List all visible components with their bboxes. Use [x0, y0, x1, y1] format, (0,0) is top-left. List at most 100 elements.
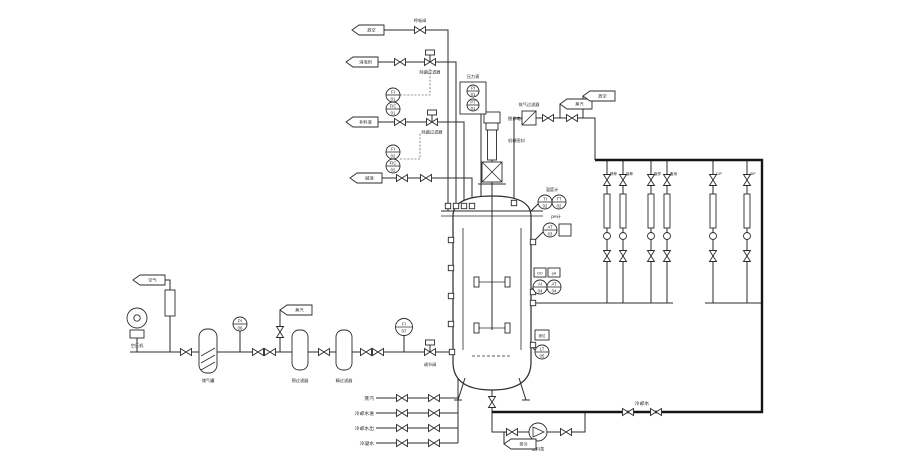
- utility-row-label: 冷却水进: [355, 410, 374, 417]
- sterile-filter-label: 除菌过滤器: [422, 129, 444, 136]
- valve-icon: [276, 326, 284, 338]
- instrument-tag: FI: [391, 146, 395, 151]
- sight-glass: [743, 193, 751, 229]
- instrument-number: 01: [471, 106, 476, 111]
- instrument-number: 01: [471, 92, 476, 97]
- feed-line: 补料液 除菌过滤器: [345, 109, 444, 136]
- flag-label: 补料液: [359, 119, 372, 126]
- instrument-FI-02: FI 02: [385, 144, 401, 160]
- column-label: 接种: [626, 171, 634, 176]
- utility-row-label: 蒸汽: [364, 395, 374, 402]
- port-circle: [709, 232, 717, 240]
- valve-icon: [709, 250, 717, 262]
- nozzle-icon: [447, 264, 455, 272]
- nozzle-icon: [444, 202, 452, 210]
- instrument-tag: FIC: [390, 160, 397, 165]
- nozzle-icon: [460, 202, 468, 210]
- instrument-tag: AT: [547, 224, 552, 229]
- piping-air-train: [130, 279, 452, 353]
- finefilter-label: 精过滤器: [336, 377, 354, 384]
- instrument-TI-02: TI 02: [537, 194, 553, 210]
- piping-top-feeds: [378, 29, 473, 211]
- column-label: 取样: [654, 171, 662, 176]
- fermenter-vessel: [441, 130, 543, 401]
- instrument-number: 03: [548, 231, 553, 236]
- flag-label: 碱液: [365, 175, 374, 182]
- instrument-number: 01: [391, 96, 396, 101]
- ph-transmitter-box: [558, 223, 572, 237]
- air-supply-train: 空压机 空气 储气罐 PI 06 蒸汽 预过滤器 精过滤器 FI 07: [126, 274, 437, 384]
- flag-label: 排污: [519, 441, 527, 448]
- sight-glass: [619, 193, 627, 229]
- valve-icon: [372, 348, 384, 356]
- instrument-tag: FIC: [390, 103, 397, 108]
- valve-icon: [396, 394, 408, 402]
- instrument-FI-01: FI 01: [385, 87, 401, 103]
- piping-main-header: [492, 158, 764, 414]
- valve-icon: [396, 409, 408, 417]
- port-circle: [619, 232, 627, 240]
- valve-icon: [394, 58, 406, 66]
- valve-icon: [252, 348, 264, 356]
- port-circle: [603, 232, 611, 240]
- control-valve-label: 调节阀: [424, 361, 437, 368]
- control-valve-icon: [424, 49, 436, 66]
- tank-hatch: [200, 347, 216, 357]
- valve-icon: [622, 408, 634, 416]
- valve-icon: [743, 174, 751, 186]
- compressor-hub: [133, 314, 141, 322]
- nozzle-icon: [447, 320, 455, 328]
- column-label: 移种: [610, 171, 618, 176]
- instrument-number: 04: [552, 288, 557, 293]
- valve-icon: [542, 114, 554, 122]
- valve-icon: [566, 114, 578, 122]
- vent-line: 放空 呼吸阀: [351, 17, 427, 36]
- column-label: 备用: [670, 171, 678, 176]
- valve-icon: [619, 250, 627, 262]
- level-instrument: 液位 LT 05: [534, 329, 550, 360]
- flag-label: 蒸汽: [295, 307, 304, 314]
- stand-brace: [481, 161, 503, 183]
- piping-utilities: [376, 376, 459, 444]
- utility-row-label: 冷凝水: [360, 440, 375, 447]
- finefilter-tank: [335, 329, 353, 371]
- impeller-upper: [473, 276, 511, 288]
- instrument-tag: PI: [238, 318, 242, 323]
- ph-box-label: pH: [552, 272, 557, 276]
- valve-icon: [264, 348, 276, 356]
- valve-icon: [709, 174, 717, 186]
- sight-glass: [709, 193, 717, 229]
- valve-icon: [488, 396, 496, 408]
- valve-icon: [603, 250, 611, 262]
- ph-label: pH计: [551, 213, 561, 220]
- vent-valve-label: 呼吸阀: [414, 17, 427, 24]
- nozzle-icon: [447, 292, 455, 300]
- instrument-tag: PT: [470, 100, 476, 105]
- motor-label: 搅拌电机: [508, 115, 526, 122]
- valve-icon: [396, 424, 408, 432]
- nozzle-icon: [529, 299, 537, 307]
- nozzle-icon: [510, 199, 518, 207]
- valve-icon: [396, 439, 408, 447]
- valve-icon: [663, 174, 671, 186]
- instrument-PT-01: PT 01: [466, 98, 480, 112]
- flow-instrument-pair-2: FI 02 FIC 02: [385, 144, 401, 174]
- compressor-base: [129, 329, 145, 339]
- instrument-AT-03: AT 03: [542, 222, 558, 238]
- nozzle-air-inlet: [448, 348, 456, 356]
- control-valve-icon: [424, 339, 436, 356]
- valve-icon: [318, 348, 330, 356]
- bottom-outlet-pump: 放料泵 排污 冷却水: [488, 396, 662, 453]
- instrument-TT-02: TT 02: [551, 194, 567, 210]
- alkali-line: 碱液: [349, 172, 432, 184]
- temp-label: 温度计: [546, 186, 559, 193]
- instrument-tag: FI: [402, 321, 406, 326]
- instrument-AI-04: AI 04: [532, 279, 548, 295]
- instrument-tag: FI: [391, 89, 395, 94]
- nozzle-icon: [529, 341, 537, 349]
- instrument-PI-06: PI 06: [232, 316, 248, 332]
- flow-instrument-pair-1: FI 01 FIC 01: [385, 87, 401, 117]
- valve-icon: [396, 174, 408, 182]
- coupling: [485, 122, 499, 131]
